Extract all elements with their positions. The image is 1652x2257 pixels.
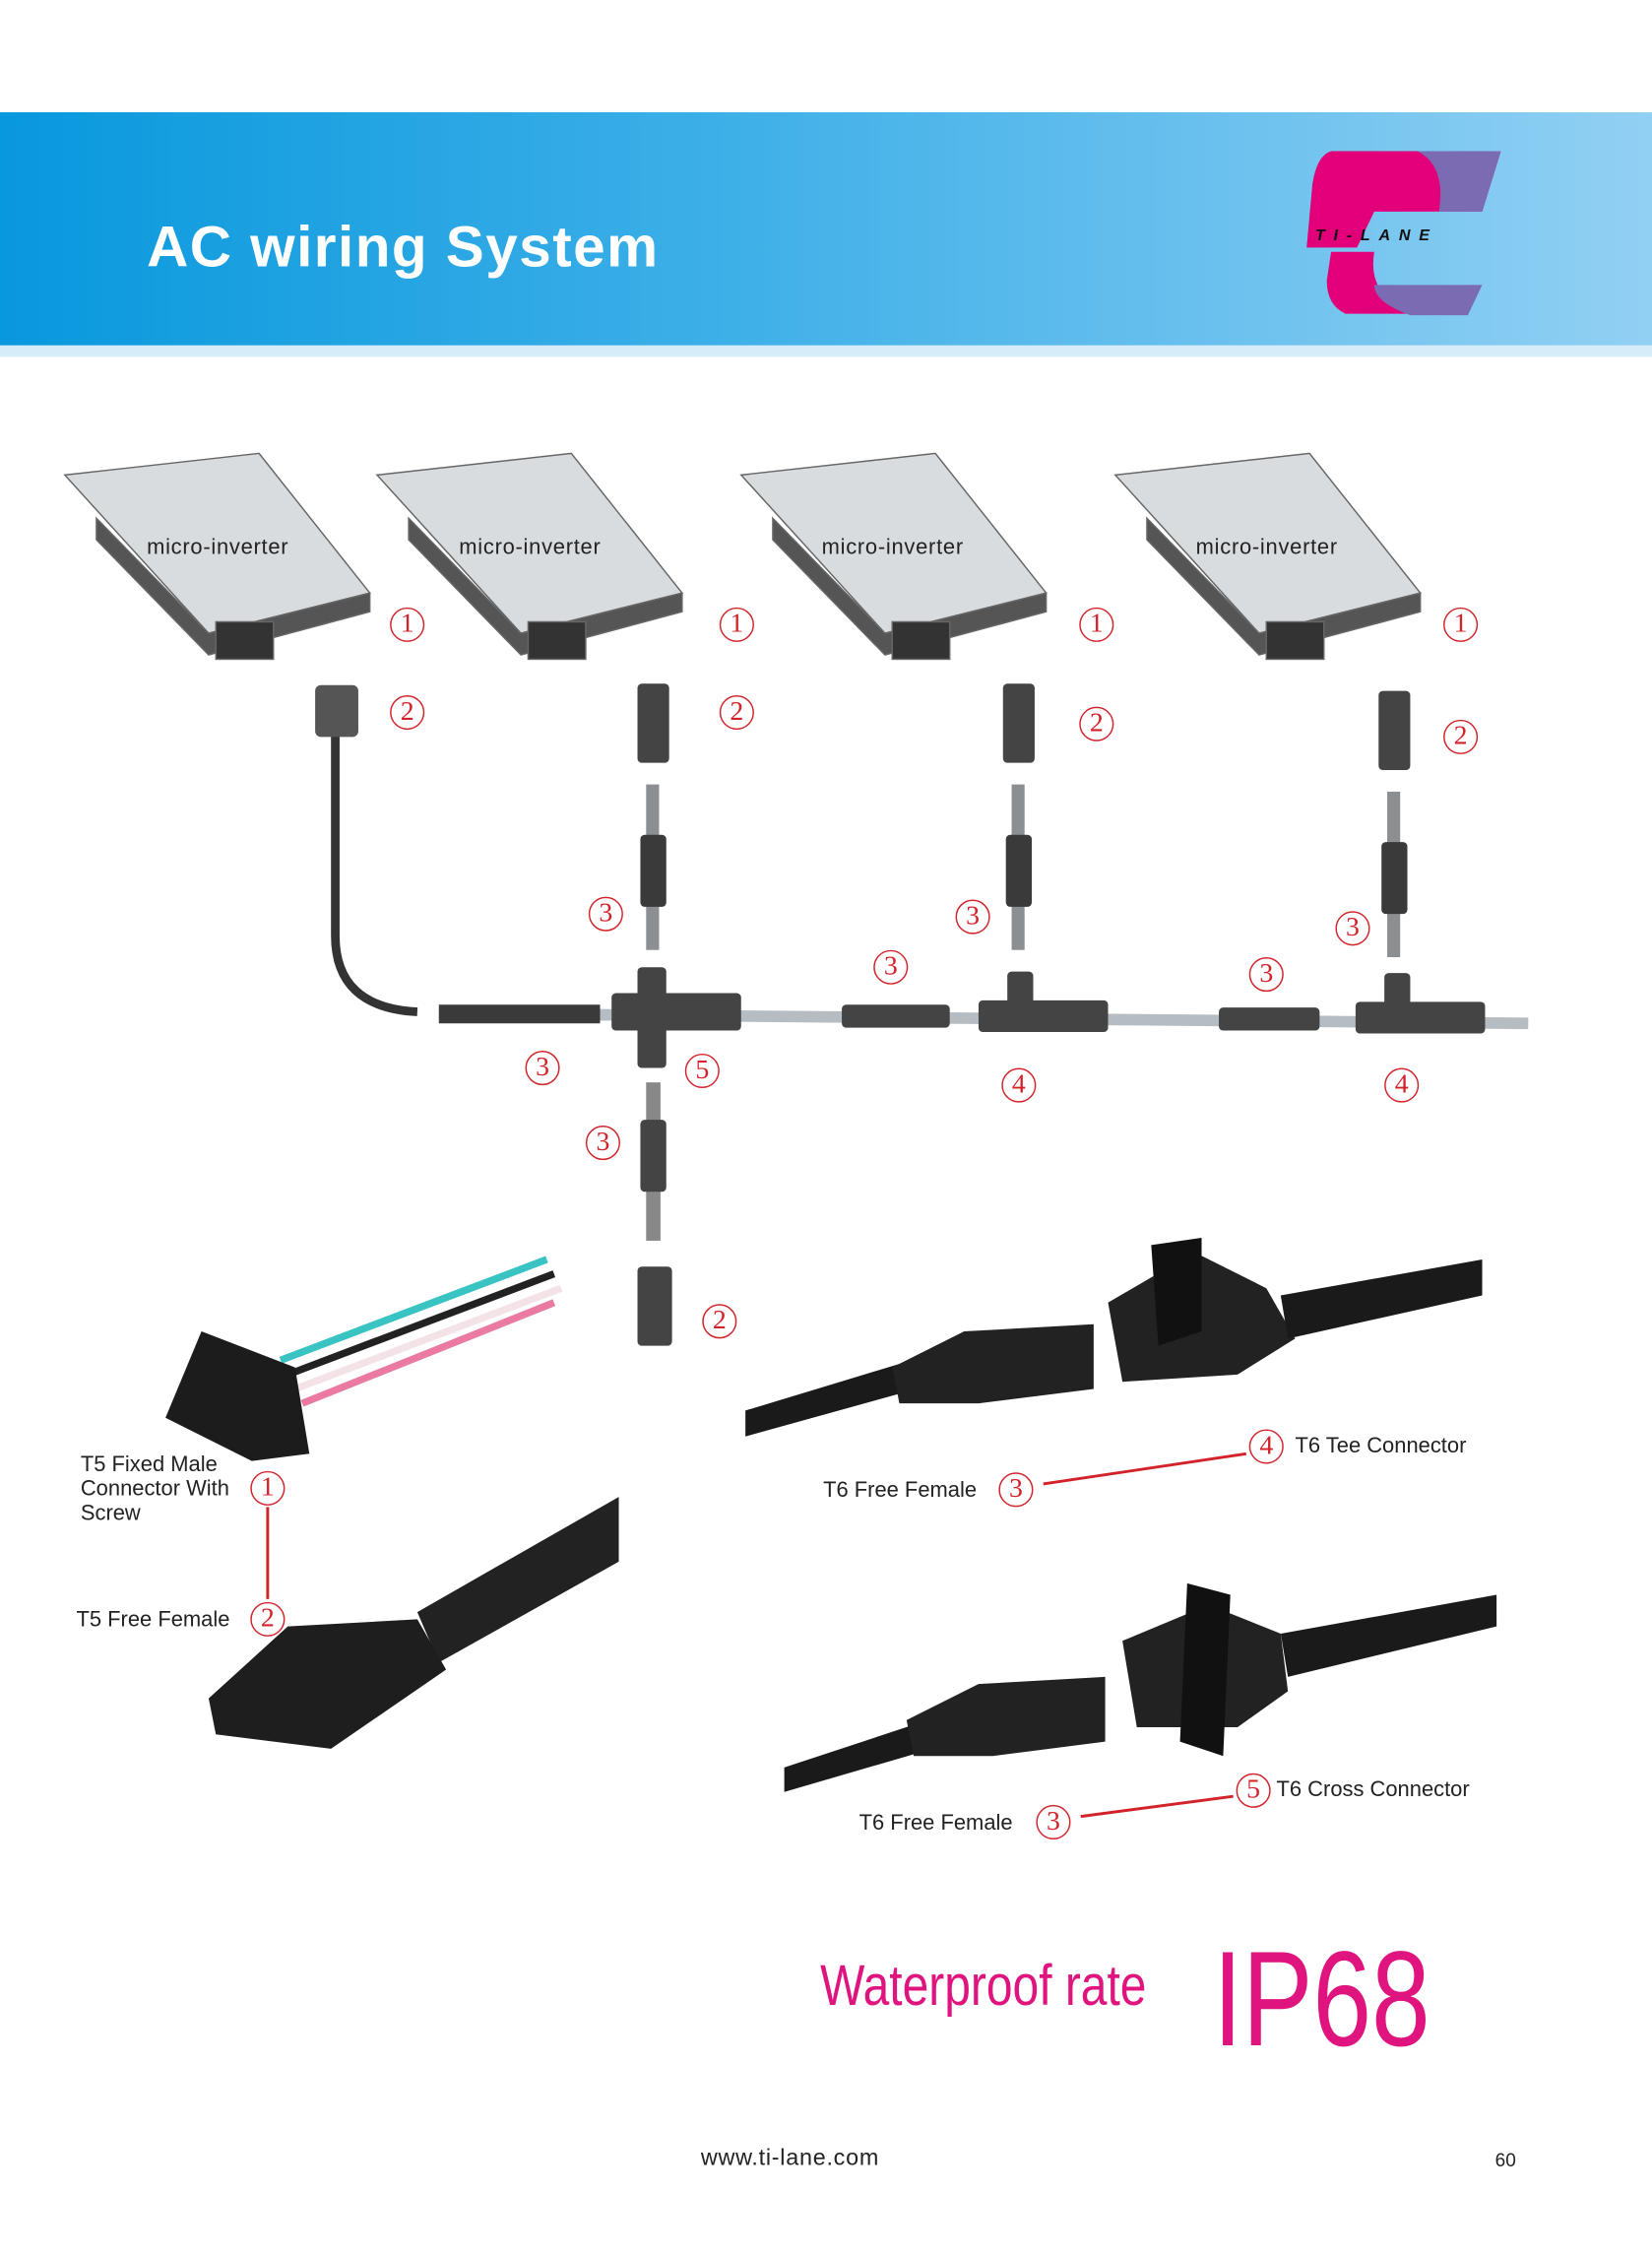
t5-fixed-male-photo — [165, 1256, 563, 1461]
marker-1: 1 — [250, 1470, 286, 1506]
marker-2: 2 — [719, 694, 754, 731]
drop-cable — [1002, 683, 1035, 950]
marker-2: 2 — [250, 1601, 286, 1637]
page-number: 60 — [1494, 2149, 1516, 2171]
marker-3: 3 — [1036, 1804, 1071, 1840]
t6-free-female-label: T6 Free Female — [858, 1810, 1013, 1836]
marker-4: 4 — [1001, 1067, 1037, 1103]
micro-inverter-image — [739, 452, 1048, 661]
marker-4: 4 — [1248, 1429, 1284, 1464]
marker-2: 2 — [1443, 719, 1479, 754]
micro-inverter-image — [1113, 452, 1422, 661]
inverter-label: micro-inverter — [147, 535, 289, 560]
header-strip — [0, 345, 1652, 357]
marker-3: 3 — [525, 1051, 560, 1086]
label-line: T5 Fixed Male — [80, 1451, 218, 1477]
inverter-label: micro-inverter — [459, 535, 602, 560]
t6-cross-photo — [784, 1582, 1497, 1792]
inverter-label: micro-inverter — [1195, 535, 1338, 560]
logo-text: TI-LANE — [1315, 226, 1438, 244]
t6-tee-photo — [745, 1238, 1483, 1437]
t5-free-female-photo — [208, 1497, 619, 1749]
marker-3: 3 — [588, 896, 623, 932]
marker-3: 3 — [873, 949, 909, 985]
marker-2: 2 — [702, 1304, 737, 1339]
marker-5: 5 — [684, 1053, 720, 1089]
waterproof-label: Waterproof rate — [820, 1954, 1147, 2019]
marker-3: 3 — [585, 1126, 620, 1161]
marker-1: 1 — [1079, 607, 1114, 642]
t6-free-female-label: T6 Free Female — [823, 1478, 978, 1503]
footer-url: www.ti-lane.com — [700, 2146, 880, 2171]
label-line: Connector With — [80, 1476, 229, 1502]
page-title: AC wiring System — [147, 216, 660, 280]
label-line: Screw — [80, 1501, 141, 1526]
micro-inverter-image — [63, 452, 371, 661]
wiring — [315, 683, 1529, 1346]
ti-lane-logo: TI-LANE — [1306, 151, 1501, 316]
t6-cross-label: T6 Cross Connector — [1276, 1777, 1470, 1803]
marker-3: 3 — [955, 899, 990, 935]
micro-inverter-image — [375, 452, 684, 661]
drop-cable — [637, 683, 669, 950]
marker-3: 3 — [1248, 957, 1284, 993]
marker-4: 4 — [1384, 1067, 1420, 1103]
marker-2: 2 — [1079, 706, 1114, 742]
marker-3: 3 — [998, 1472, 1034, 1508]
t5-free-female-label: T5 Free Female — [76, 1607, 230, 1633]
drop-cable — [1378, 690, 1411, 958]
marker-1: 1 — [1443, 607, 1479, 642]
marker-1: 1 — [390, 607, 425, 642]
inverter-label: micro-inverter — [821, 535, 964, 560]
ip-rating: IP68 — [1213, 1922, 1430, 2075]
t6-tee-label: T6 Tee Connector — [1295, 1433, 1467, 1458]
t5-fixed-male-label: T5 Fixed Male Connector With Screw — [81, 1452, 229, 1526]
marker-5: 5 — [1236, 1773, 1271, 1808]
marker-1: 1 — [719, 607, 754, 642]
marker-2: 2 — [390, 694, 425, 731]
marker-3: 3 — [1335, 911, 1370, 946]
leader-lines — [266, 1451, 1247, 1819]
